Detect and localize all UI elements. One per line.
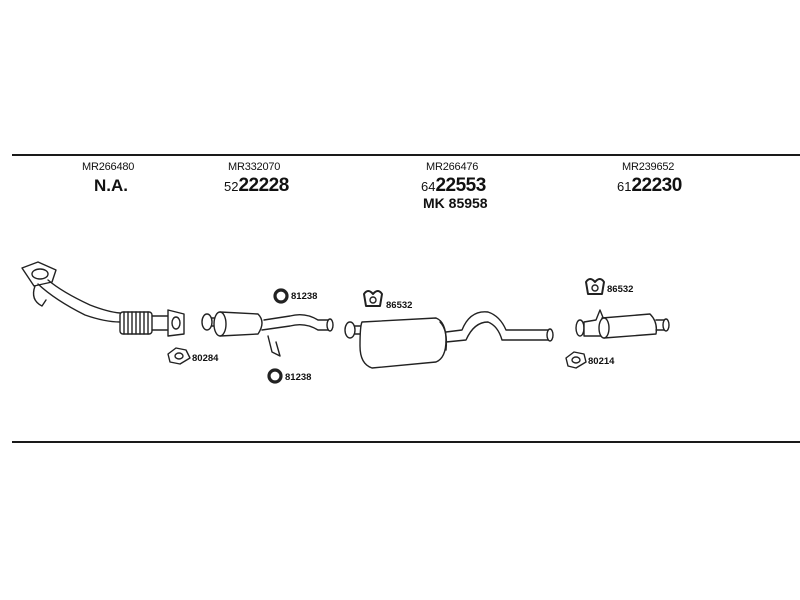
part-prefix-2: 52 [224,179,239,194]
part-number-1: N.A. [94,176,128,195]
hanger-label-rear: 86532 [607,284,634,295]
oem-number-3: MR266476 [426,161,479,173]
part-prefix-3: 64 [421,179,436,194]
rear-silencer-icon [575,309,670,339]
gasket-icon [167,347,191,365]
part-number-3: 6422553 [421,176,486,195]
hanger-label-mid: 86532 [386,300,413,311]
oem-number-1: MR266480 [82,161,135,173]
bottom-divider [12,441,800,443]
part-number-4: 6122230 [617,176,682,195]
part-number-2: 5222228 [224,176,289,195]
gasket-label-1: 80284 [192,353,219,364]
gasket-icon-2 [565,351,587,369]
o-ring-label-bottom: 81238 [285,372,312,383]
middle-silencer-icon [344,311,554,369]
centre-silencer-icon [201,311,334,357]
mounting-kit-number: MK 85958 [423,195,488,211]
oem-number-2: MR332070 [228,161,281,173]
o-ring-icon [267,288,289,384]
o-ring-label-top: 81238 [291,291,318,302]
rubber-hanger-icon [363,278,605,307]
gasket-label-2: 80214 [588,356,615,367]
top-divider [12,154,800,156]
part-main-2: 22228 [238,175,289,196]
part-main-3: 22553 [435,175,486,196]
front-pipe-icon [21,261,185,337]
part-prefix-4: 61 [617,179,632,194]
part-main-4: 22230 [631,175,682,196]
oem-number-4: MR239652 [622,161,675,173]
